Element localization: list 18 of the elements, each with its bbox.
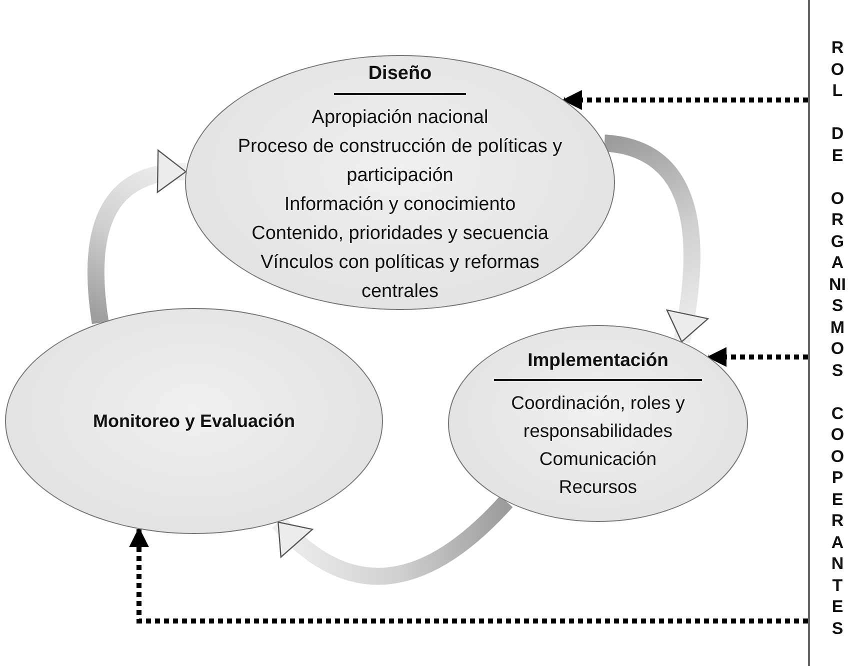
list-item: Contenido, prioridades y secuencia bbox=[252, 222, 548, 246]
dotted-arrow bbox=[129, 527, 808, 624]
vertical-label: ROL DE ORGANISMOS COOPERANTES bbox=[829, 37, 846, 640]
list-item: Vínculos con políticas y reformas centrales bbox=[260, 251, 540, 304]
curved-block-arrow bbox=[87, 151, 186, 324]
curved-block-arrow bbox=[272, 496, 513, 584]
curved-block-arrow bbox=[603, 134, 708, 344]
node-title: Monitoreo y Evaluación bbox=[92, 410, 296, 433]
list-item: Información y conocimiento bbox=[284, 193, 516, 217]
list-item: Recursos bbox=[558, 475, 638, 499]
dotted-arrow bbox=[706, 347, 808, 367]
list-item: Comunicación bbox=[539, 447, 657, 471]
dotted-arrow bbox=[562, 90, 808, 110]
section-heading: Diseño bbox=[334, 59, 466, 95]
list-item: Coordinación, roles y responsabilidades bbox=[510, 391, 686, 443]
list-item: Proceso de construcción de políticas y participación bbox=[236, 135, 564, 188]
list-item: Apropiación nacional bbox=[312, 106, 488, 130]
section-heading: Implementación bbox=[494, 346, 702, 381]
